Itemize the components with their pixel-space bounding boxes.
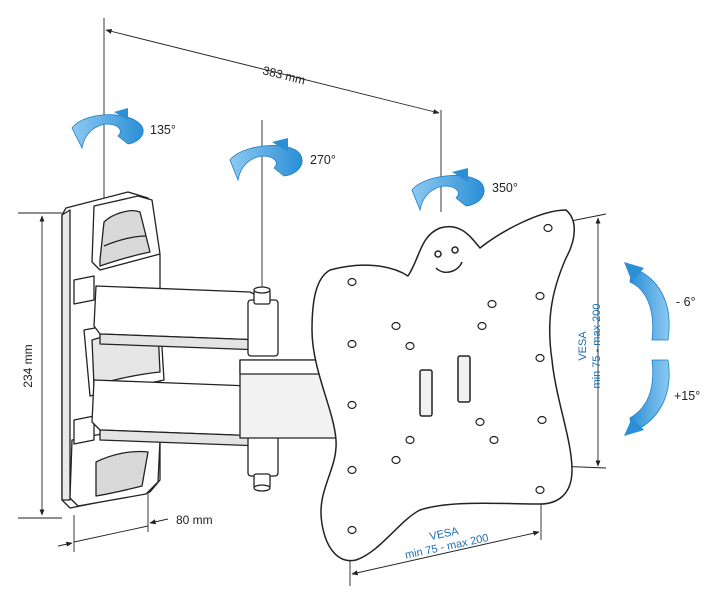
depth-dimension-label: 80 mm bbox=[176, 513, 213, 527]
rotation-arrow-270-icon bbox=[229, 138, 303, 182]
tv-mounting-plate bbox=[311, 209, 575, 562]
vesa-holes bbox=[347, 223, 553, 535]
smiley-cutout bbox=[434, 246, 463, 273]
upper-arm bbox=[91, 285, 263, 447]
rotation-135-label: 135° bbox=[150, 123, 176, 137]
vesa-horizontal-label: VESA min 75 - max 200 bbox=[404, 525, 490, 561]
rotation-arrow-350-icon bbox=[411, 168, 485, 212]
vesa-vertical-label: VESA min 75 - max 200 bbox=[577, 304, 603, 389]
tilt-arrow-up-icon bbox=[624, 262, 670, 341]
rotation-350-label: 350° bbox=[492, 181, 518, 195]
vesa-vertical-title: VESA bbox=[577, 331, 589, 361]
height-dimension-label: 234 mm bbox=[21, 344, 35, 387]
wall-plate bbox=[61, 191, 165, 509]
vesa-vertical-range: min 75 - max 200 bbox=[591, 304, 603, 389]
tilt-up-label: - 6° bbox=[676, 295, 696, 309]
tilt-down-label: +15° bbox=[674, 389, 700, 403]
rotation-arrow-135-icon bbox=[71, 108, 144, 150]
reach-dimension-label: 383 mm bbox=[261, 63, 306, 87]
rotation-270-label: 270° bbox=[310, 153, 336, 167]
tilt-arrow-down-icon bbox=[624, 359, 670, 436]
